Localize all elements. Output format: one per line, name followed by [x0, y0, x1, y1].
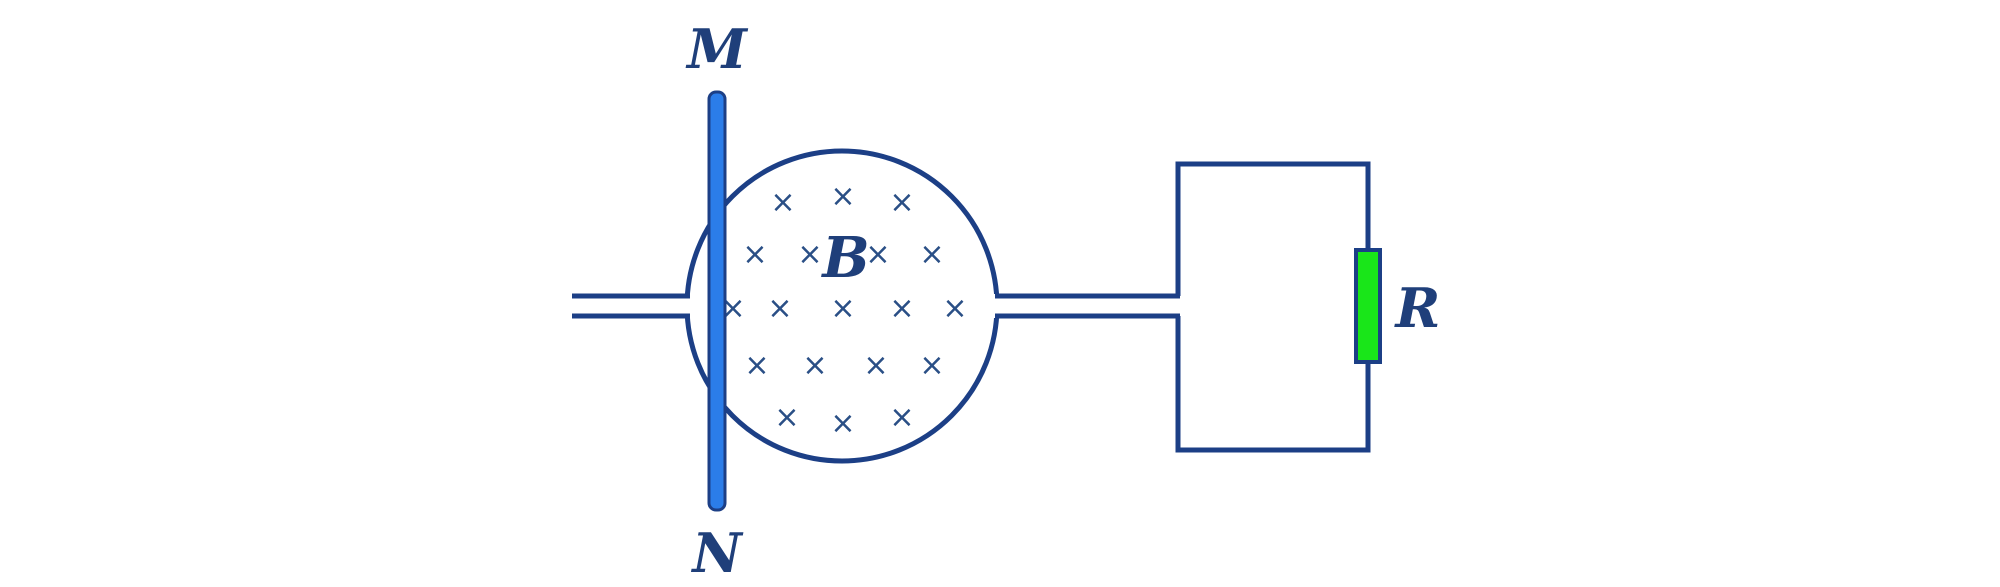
- field-cross: ×: [802, 348, 827, 383]
- resistor-loop-wire: [1175, 161, 1371, 296]
- field-cross: ×: [889, 185, 914, 220]
- label-b: B: [820, 225, 869, 291]
- field-cross: ×: [830, 179, 855, 214]
- field-cross: ×: [744, 348, 769, 383]
- resistor: [1354, 248, 1382, 364]
- field-cross: ×: [830, 291, 855, 326]
- label-n: N: [690, 521, 744, 585]
- field-cross: ×: [742, 237, 767, 272]
- resistor-loop-wire-lower: [1175, 316, 1371, 453]
- field-cross: ×: [889, 400, 914, 435]
- conducting-rod-mn: [707, 90, 727, 512]
- field-cross: ×: [919, 348, 944, 383]
- field-cross: ×: [774, 400, 799, 435]
- field-cross: ×: [767, 291, 792, 326]
- label-m: M: [685, 17, 749, 81]
- field-cross: ×: [797, 237, 822, 272]
- field-cross: ×: [919, 237, 944, 272]
- field-cross: ×: [865, 237, 890, 272]
- field-cross-marks: × × × × × × × × × × × × × × × × × × ×: [720, 179, 967, 441]
- label-r: R: [1394, 276, 1441, 340]
- field-cross: ×: [889, 291, 914, 326]
- field-cross: ×: [830, 406, 855, 441]
- field-cross: ×: [863, 348, 888, 383]
- field-cross: ×: [942, 291, 967, 326]
- field-cross: ×: [770, 185, 795, 220]
